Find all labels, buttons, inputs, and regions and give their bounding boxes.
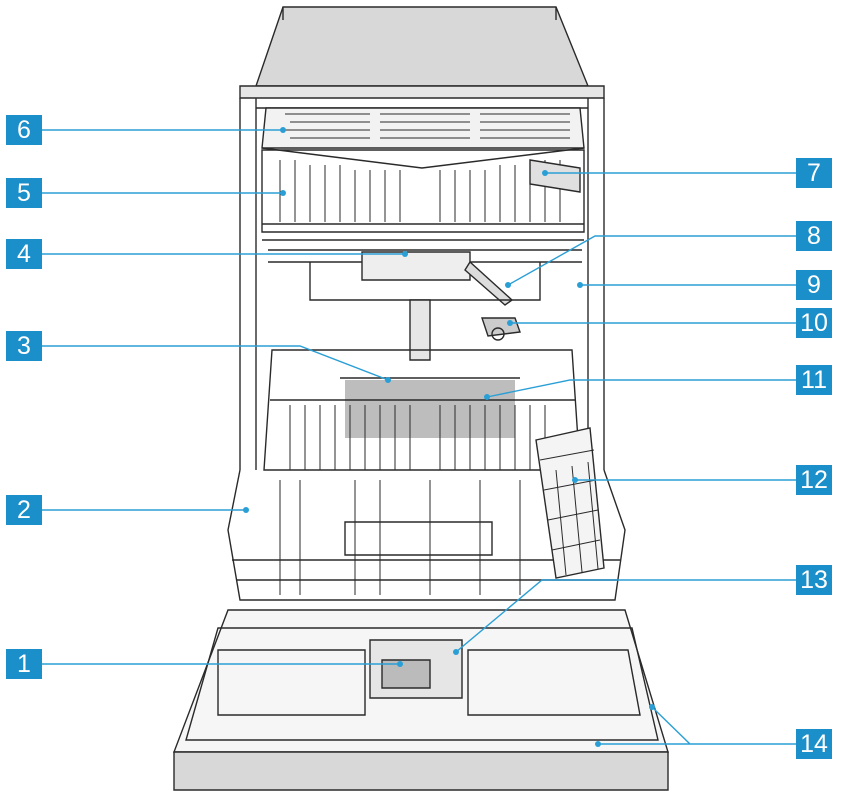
callout-9: 9 [796, 270, 832, 300]
leader-3 [42, 346, 388, 380]
callout-4: 4 [6, 239, 42, 269]
callout-6: 6 [6, 115, 42, 145]
upper-rails [268, 250, 582, 305]
leader-11 [487, 380, 796, 397]
upper-basket [262, 150, 584, 240]
callout-8: 8 [796, 221, 832, 251]
callout-12: 12 [796, 465, 832, 495]
spray-arm-assembly [340, 300, 520, 438]
callout-13: 13 [796, 565, 832, 595]
callout-1: 1 [6, 649, 42, 679]
callout-14: 14 [796, 729, 832, 759]
callout-7: 7 [796, 158, 832, 188]
cutlery-drawer [262, 108, 584, 168]
countertop-lid [240, 7, 604, 98]
callout-11: 11 [796, 365, 832, 395]
callout-5: 5 [6, 178, 42, 208]
callout-3: 3 [6, 331, 42, 361]
door [174, 610, 668, 790]
callout-2: 2 [6, 495, 42, 525]
callout-10: 10 [796, 308, 832, 338]
cutlery-basket [536, 428, 604, 578]
leader-8 [508, 236, 796, 285]
